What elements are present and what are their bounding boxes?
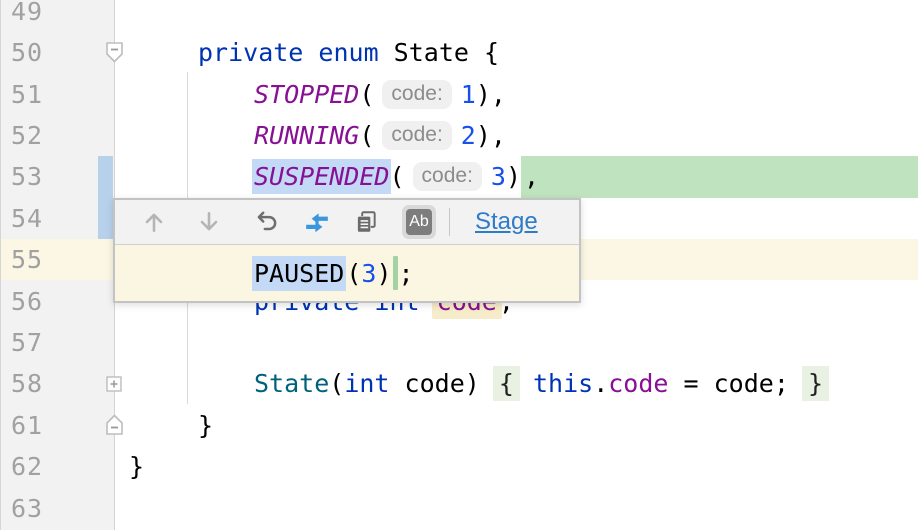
code-segment: ( bbox=[346, 258, 362, 288]
line-number: 57 bbox=[11, 327, 44, 357]
code-segment: . bbox=[593, 369, 609, 399]
line-number: 50 bbox=[11, 38, 44, 68]
line-number: 55 bbox=[11, 245, 44, 275]
line-number: 56 bbox=[11, 286, 44, 316]
code-segment: code: bbox=[412, 162, 482, 192]
code-segment: STOPPED bbox=[254, 79, 360, 109]
copy-icon[interactable] bbox=[353, 209, 379, 235]
code-segment: code: bbox=[382, 79, 452, 109]
code-segment: } bbox=[198, 410, 214, 440]
line-number: 53 bbox=[11, 162, 44, 192]
line-number: 54 bbox=[11, 203, 44, 233]
line-number: 63 bbox=[11, 493, 44, 523]
code-segment: State { bbox=[378, 38, 500, 68]
code-segment: = code; bbox=[668, 369, 804, 399]
line-number: 51 bbox=[11, 79, 44, 109]
code-segment: { bbox=[492, 366, 520, 402]
code-segment: RUNNING bbox=[254, 120, 360, 150]
code-segment: ) bbox=[376, 258, 392, 288]
code-segment: ( bbox=[359, 120, 375, 150]
code-segment bbox=[518, 369, 533, 398]
line-number: 49 bbox=[11, 0, 44, 26]
fold-collapse-top-icon[interactable] bbox=[105, 41, 124, 63]
code-segment: 3 bbox=[490, 162, 506, 192]
code-segment: code) bbox=[389, 369, 495, 399]
code-segment: ( bbox=[389, 162, 405, 192]
code-line-61: } bbox=[198, 405, 213, 446]
code-line-58: State(int code) { this.code = code; } bbox=[254, 363, 829, 404]
next-change-icon[interactable] bbox=[196, 209, 222, 235]
code-segment: code bbox=[608, 369, 669, 399]
code-segment: 1 bbox=[460, 79, 476, 109]
popup-toolbar: Ab Stage bbox=[115, 200, 579, 245]
line-number: 61 bbox=[11, 410, 44, 440]
ab-icon-label: Ab bbox=[406, 209, 432, 235]
code-segment: ) bbox=[505, 162, 522, 192]
code-segment: } bbox=[129, 452, 145, 482]
code-segment: private enum bbox=[198, 38, 379, 68]
line-number: 62 bbox=[11, 452, 44, 482]
code-line-62: } bbox=[129, 446, 144, 487]
previous-change-icon[interactable] bbox=[141, 209, 167, 235]
code-segment: } bbox=[801, 366, 829, 402]
vcs-change-stripe[interactable] bbox=[98, 156, 113, 239]
code-line-52: RUNNING(code: 2), bbox=[254, 115, 506, 156]
code-segment: ( bbox=[359, 79, 375, 109]
inserted-caret-bar bbox=[392, 256, 398, 290]
show-diff-icon[interactable] bbox=[304, 209, 330, 235]
line-number: 58 bbox=[11, 369, 44, 399]
vcs-change-popup: Ab Stage PAUSED(3); bbox=[113, 198, 581, 303]
code-segment: int bbox=[344, 369, 390, 399]
toolbar-separator bbox=[449, 208, 450, 236]
code-segment: ; bbox=[398, 258, 414, 288]
fold-expand-icon[interactable] bbox=[106, 376, 122, 392]
fold-collapse-bottom-icon[interactable] bbox=[105, 414, 124, 436]
code-line-53: SUSPENDED(code: 3), bbox=[252, 156, 918, 198]
diff-word-highlight: PAUSED bbox=[252, 255, 347, 291]
code-segment: 2 bbox=[460, 120, 476, 150]
code-segment: SUSPENDED bbox=[252, 159, 392, 195]
code-segment: this bbox=[532, 369, 594, 399]
code-segment: State bbox=[254, 369, 330, 399]
code-segment: ), bbox=[475, 79, 506, 109]
code-line-50: private enum State { bbox=[198, 32, 499, 73]
code-segment: , bbox=[521, 156, 918, 198]
code-segment: ( bbox=[329, 369, 345, 399]
stage-link[interactable]: Stage bbox=[475, 208, 538, 235]
line-number: 52 bbox=[11, 120, 44, 150]
whitespace-toggle-icon[interactable]: Ab bbox=[402, 205, 436, 239]
popup-old-code-line: PAUSED(3); bbox=[115, 245, 579, 301]
code-segment: 3 bbox=[361, 258, 377, 288]
code-segment: ), bbox=[475, 120, 506, 150]
rollback-icon[interactable] bbox=[254, 209, 280, 235]
code-segment: code: bbox=[382, 120, 452, 150]
code-line-51: STOPPED(code: 1), bbox=[254, 73, 506, 114]
